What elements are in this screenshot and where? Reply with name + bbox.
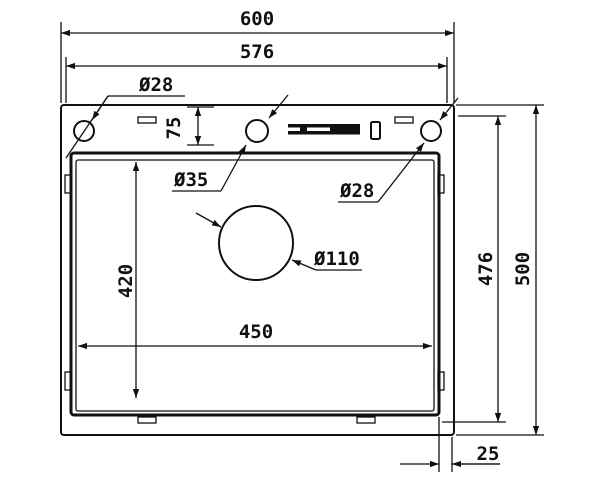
dimension-label-576: 576: [240, 41, 274, 63]
leader-drain-hole: [195, 212, 362, 271]
label-left-small-hole: Ø28: [138, 74, 173, 96]
basin: [69, 151, 441, 417]
hole-drain: [218, 205, 294, 281]
dimension-label-476: 476: [475, 252, 497, 286]
dimension-label-420: 420: [115, 264, 137, 298]
dimension-rim-offset: [400, 417, 500, 472]
dimension-total-depth: [456, 104, 544, 436]
dimension-label-500: 500: [512, 252, 534, 286]
dimension-inner-width: [65, 57, 448, 103]
hole-right-small: [420, 120, 442, 142]
leader-left-small-hole: [65, 95, 185, 159]
dimension-label-600: 600: [240, 8, 274, 30]
hole-left-small: [73, 120, 95, 142]
dimension-label-25: 25: [477, 443, 500, 465]
control-panel: [288, 121, 381, 140]
dimension-inner-depth: [442, 115, 506, 423]
dimension-label-75: 75: [163, 117, 185, 140]
label-right-small-hole: Ø28: [339, 180, 374, 202]
rim-slots: [64, 116, 445, 424]
label-drain-hole: Ø110: [313, 248, 360, 270]
dimension-tap-offset: [187, 106, 214, 146]
leader-tap-hole: [172, 94, 289, 192]
label-tap-hole: Ø35: [173, 169, 208, 191]
leader-right-small-hole: [338, 97, 459, 203]
dimension-label-450: 450: [239, 321, 273, 343]
sink-outline: [60, 104, 455, 436]
hole-tap: [245, 119, 269, 143]
dimension-overall-width: [60, 22, 455, 103]
